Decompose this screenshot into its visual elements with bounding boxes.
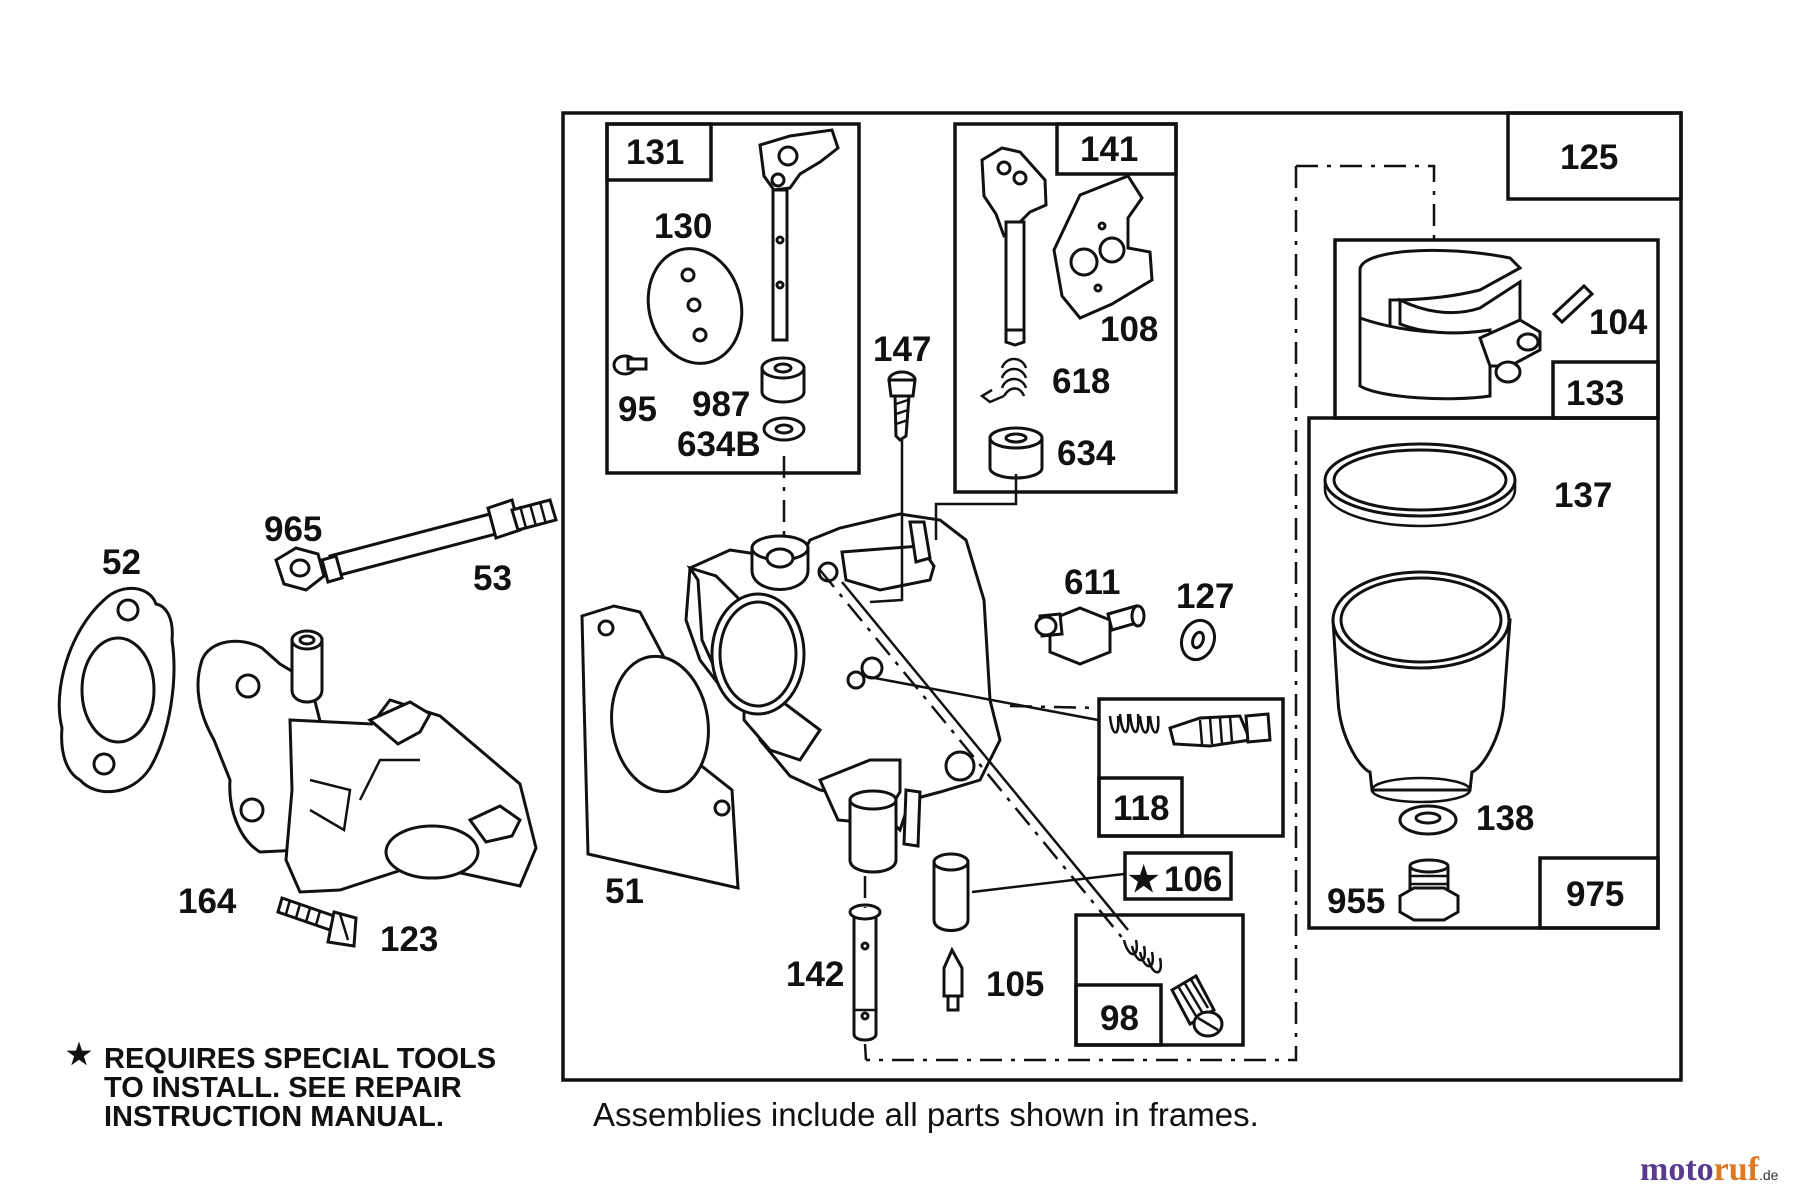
- label-104: 104: [1589, 303, 1648, 342]
- watermark-part-1: moto: [1640, 1151, 1714, 1188]
- label-127: 127: [1176, 577, 1234, 616]
- throttle-shaft-drawing: [758, 128, 840, 342]
- footnote-star: ★: [66, 1039, 92, 1071]
- screw-147-drawing: [887, 370, 917, 442]
- assembly-caption: Assemblies include all parts shown in fr…: [593, 1096, 1259, 1133]
- label-965: 965: [264, 510, 322, 549]
- throttle-assembly-frame: [605, 122, 861, 475]
- carburetor-body-drawing: [684, 512, 1002, 874]
- intake-manifold-drawing: [196, 629, 538, 894]
- label-52: 52: [102, 543, 141, 582]
- float-assembly-frame: [1333, 238, 1660, 420]
- label-118: 118: [1113, 789, 1169, 828]
- float-valve-seat-frame: [1123, 851, 1233, 901]
- label-634: 634: [1057, 434, 1116, 473]
- label-618: 618: [1052, 362, 1110, 401]
- label-106: 106: [1164, 860, 1222, 899]
- label-987: 987: [692, 385, 750, 424]
- bowl-gasket-drawing: [1323, 442, 1517, 528]
- label-51: 51: [605, 872, 644, 911]
- label-164: 164: [178, 882, 237, 921]
- choke-assembly-frame: [953, 122, 1178, 494]
- svg-text:motoruf.de: motoruf.de: [1640, 1151, 1779, 1188]
- label-975: 975: [1566, 875, 1624, 914]
- float-drawing: [1358, 248, 1542, 401]
- label-147: 147: [873, 330, 931, 369]
- main-assembly-frame: [561, 111, 1683, 1082]
- label-108: 108: [1100, 310, 1158, 349]
- label-138: 138: [1476, 799, 1534, 838]
- star-symbol: ★: [1128, 860, 1159, 899]
- elbow-fitting-611-drawing: [1034, 604, 1146, 666]
- label-123: 123: [380, 920, 438, 959]
- watermark-part-2: ruf: [1714, 1151, 1760, 1188]
- idle-screw-assembly-frame: [1097, 697, 1285, 838]
- label-95: 95: [618, 390, 657, 429]
- watermark-logo: motoruf.de: [1640, 1151, 1779, 1188]
- seal-987-drawing: [760, 356, 806, 404]
- label-131: 131: [626, 133, 684, 172]
- washer-127-drawing: [1179, 618, 1217, 662]
- label-125: 125: [1560, 138, 1618, 177]
- main-jet-assembly-frame: [1074, 913, 1245, 1047]
- label-611: 611: [1064, 563, 1120, 602]
- float-needle-105-drawing: [942, 946, 964, 1012]
- choke-plate-drawing: [1052, 174, 1154, 320]
- label-98: 98: [1100, 999, 1139, 1038]
- fuel-tube-drawing: [274, 498, 558, 592]
- bowl-assembly-frame: [1307, 416, 1660, 930]
- label-105: 105: [986, 965, 1044, 1004]
- float-bowl-drawing: [1331, 570, 1512, 804]
- label-634b: 634B: [677, 425, 761, 464]
- watermark-suffix: .de: [1759, 1167, 1779, 1183]
- choke-shaft-drawing: [980, 146, 1048, 347]
- gasket-51-drawing: [580, 604, 740, 890]
- footnote-line-1: REQUIRES SPECIAL TOOLS: [104, 1043, 496, 1075]
- emulsion-tube-142-drawing: [848, 903, 882, 1042]
- gasket-52-drawing: [57, 586, 176, 794]
- label-53: 53: [473, 559, 512, 598]
- label-137: 137: [1554, 476, 1612, 515]
- spring-618-drawing: [979, 357, 1028, 404]
- screw-123-drawing: [276, 896, 358, 948]
- bowl-nut-drawing: [1398, 858, 1460, 922]
- label-141: 141: [1080, 130, 1138, 169]
- valve-seat-106-drawing: [932, 852, 970, 932]
- label-130: 130: [654, 207, 712, 246]
- footnote-line-2: TO INSTALL. SEE REPAIR: [104, 1072, 462, 1104]
- screw-95-drawing: [612, 354, 648, 376]
- label-955: 955: [1327, 882, 1385, 921]
- label-133: 133: [1566, 374, 1624, 413]
- footnote-line-3: INSTRUCTION MANUAL.: [104, 1101, 444, 1133]
- label-142: 142: [786, 955, 844, 994]
